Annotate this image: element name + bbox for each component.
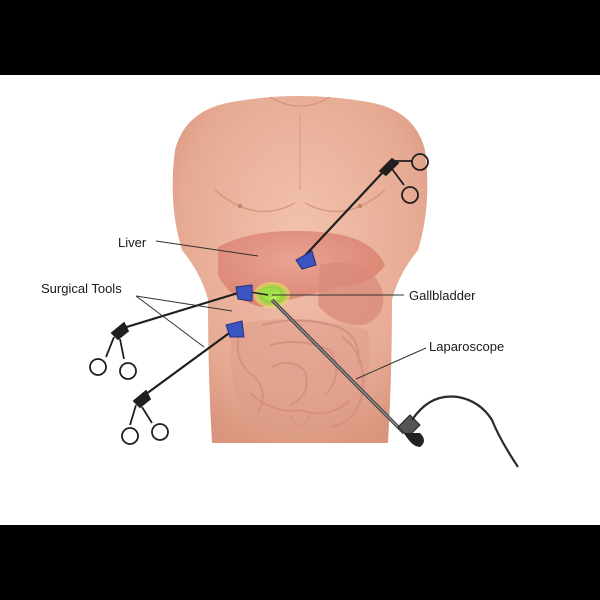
trocar-port-icon: [225, 320, 245, 338]
surgical-grasper-icon: [378, 153, 429, 204]
instruments: [89, 153, 519, 468]
leader-lines: [135, 240, 427, 380]
surgical-grasper-icon: [121, 389, 169, 445]
label-surgical-tools: Surgical Tools: [41, 281, 122, 296]
trocar-port-icon: [295, 250, 317, 270]
diagram-canvas: Liver Surgical Tools Gallbladder Laparos…: [0, 75, 600, 525]
intestines: [236, 319, 365, 428]
label-laparoscope: Laparoscope: [429, 339, 505, 354]
letterbox-top: [0, 0, 600, 75]
label-gallbladder: Gallbladder: [409, 288, 476, 303]
surgical-grasper-icon: [89, 321, 137, 380]
laparoscope-camera-icon: [397, 395, 519, 468]
letterbox-bottom: [0, 525, 600, 600]
laparoscopy-illustration: [89, 96, 519, 468]
label-liver: Liver: [118, 235, 147, 250]
trocar-port-icon: [235, 284, 253, 302]
